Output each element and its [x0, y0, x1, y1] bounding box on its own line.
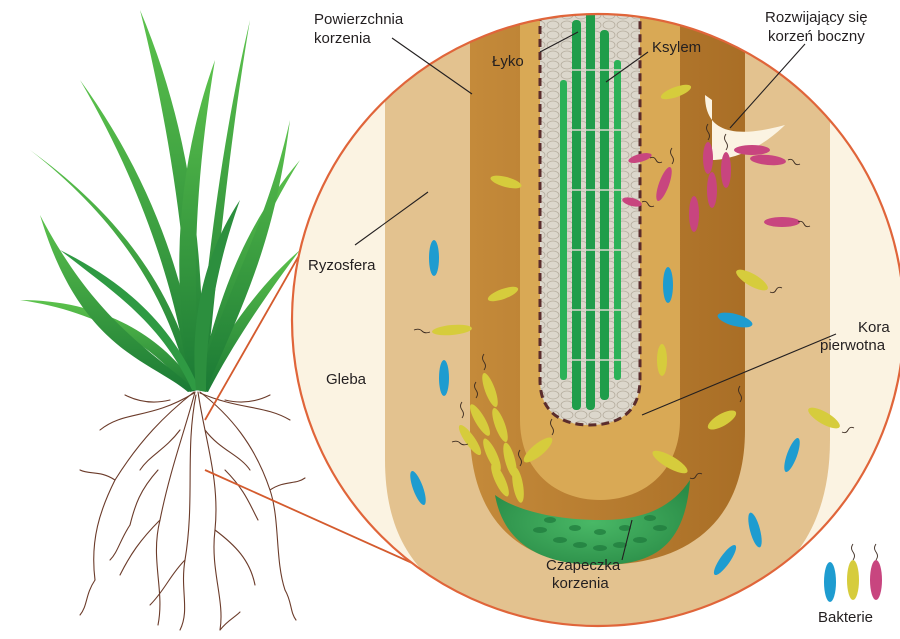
plant-roots [79, 391, 306, 631]
label-rhizosphere: Ryzosfera [308, 257, 376, 274]
bacteria-flagella [413, 123, 855, 480]
label-root-cap-2: korzenia [552, 575, 609, 592]
label-phloem: Łyko [492, 53, 524, 70]
grass-plant [20, 10, 306, 631]
label-root-surface: Powierzchnia [314, 11, 404, 28]
legend-label-bacteria: Bakterie [818, 609, 873, 626]
root-cap [495, 480, 690, 565]
label-root-cap: Czapeczka [546, 557, 621, 574]
root-cap-cells [533, 515, 667, 551]
magnify-circle-outline [290, 12, 900, 628]
legend-bacteria-yellow [847, 560, 859, 600]
magnified-root-view [290, 12, 900, 628]
plant-leaves [20, 10, 300, 392]
legend-bacteria-pink [870, 560, 882, 600]
label-cortex: Kora [858, 319, 890, 336]
label-root-surface-2: korzenia [314, 30, 371, 47]
lateral-root-notch [705, 95, 785, 160]
bacteria-legend: Bakterie [818, 543, 882, 626]
bacteria-blue-group [410, 240, 800, 576]
diagram-labels: Powierzchnia korzenia Łyko Ksylem Rozwij… [308, 9, 890, 592]
bacteria-pink-group [622, 142, 800, 232]
legend-bacteria-blue [824, 562, 836, 602]
label-cortex-2: pierwotna [820, 337, 886, 354]
bacteria-yellow-group [432, 84, 840, 503]
leader-lines [354, 31, 837, 561]
label-lateral-root-2: korzeń boczny [768, 28, 865, 45]
label-lateral-root: Rozwijający się [765, 9, 868, 26]
label-xylem: Ksylem [652, 39, 701, 56]
label-soil: Gleba [326, 371, 367, 388]
